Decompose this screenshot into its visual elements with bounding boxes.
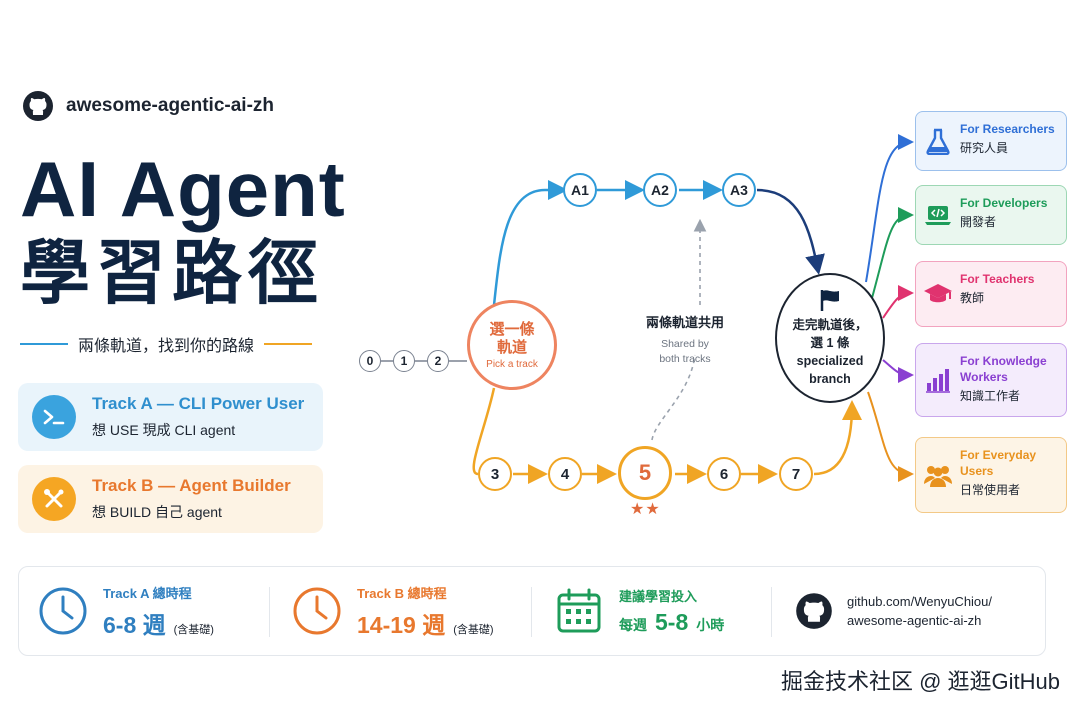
role-knowledge-workers[interactable]: For Knowledge Workers 知識工作者 <box>915 343 1067 417</box>
footer-weekly-unit: 小時 <box>696 617 725 633</box>
shared-title: 兩條軌道共用 <box>645 315 724 330</box>
flag-icon <box>820 289 839 311</box>
role-teachers-en: For Teachers <box>960 272 1035 286</box>
footer-weekly-prefix: 每週 <box>619 617 647 633</box>
path-node-a3[interactable]: A3 <box>722 173 756 207</box>
footer-track-a-note: (含基礎) <box>173 623 214 636</box>
role-developers-zh: 開發者 <box>960 215 997 230</box>
role-everyday-users-zh: 日常使用者 <box>960 483 1021 498</box>
path-node-1[interactable]: 1 <box>393 350 415 372</box>
track-b-subtitle: 想 BUILD 自己 agent <box>92 504 222 520</box>
laptop-code-icon <box>916 186 960 244</box>
role-knowledge-workers-en: For Knowledge Workers <box>960 354 1047 385</box>
clock-icon <box>39 587 87 635</box>
role-everyday-users[interactable]: For Everyday Users 日常使用者 <box>915 437 1067 513</box>
path-node-6[interactable]: 6 <box>707 457 741 491</box>
footer-track-b-label: Track B 總時程 <box>357 585 447 601</box>
path-node-a1[interactable]: A1 <box>563 173 597 207</box>
footer-track-a-value: 6-8 週 <box>103 611 166 638</box>
footer-weekly-value: 5-8 <box>655 609 689 635</box>
footer-weekly-label: 建議學習投入 <box>619 589 698 604</box>
footer-link[interactable]: github.com/WenyuChiou/ awesome-agentic-a… <box>795 567 992 655</box>
pick-track-node[interactable]: 選一條 軌道 Pick a track <box>467 300 557 390</box>
role-researchers-en: For Researchers <box>960 122 1055 136</box>
calendar-icon <box>557 588 601 633</box>
flask-icon <box>916 112 960 170</box>
specialized-branch-node[interactable]: 走完軌道後， 選 1 條 specialized branch <box>775 273 885 403</box>
footer-track-b: Track B 總時程 14-19 週 (含基礎) <box>291 567 494 655</box>
footer-track-b-value: 14-19 週 <box>357 611 446 638</box>
path-node-3[interactable]: 3 <box>478 457 512 491</box>
track-a-subtitle: 想 USE 現成 CLI agent <box>92 422 236 438</box>
path-node-0[interactable]: 0 <box>359 350 381 372</box>
shared-label: 兩條軌道共用 Shared by both tracks <box>630 312 740 367</box>
highlight-stars: ★★ <box>630 501 661 518</box>
path-node-5[interactable]: 5 <box>618 446 672 500</box>
footer-divider <box>269 587 270 637</box>
role-knowledge-workers-zh: 知識工作者 <box>960 389 1021 404</box>
role-researchers[interactable]: For Researchers 研究人員 <box>915 111 1067 171</box>
subtitle: 兩條軌道，找到你的路線 <box>20 332 313 356</box>
footer-divider <box>531 587 532 637</box>
repo-header: awesome-agentic-ai-zh <box>22 90 274 122</box>
pick-track-title: 選一條 軌道 <box>489 320 535 356</box>
role-developers-en: For Developers <box>960 196 1048 210</box>
footer-link-line2[interactable]: awesome-agentic-ai-zh <box>847 613 982 628</box>
track-b-card[interactable]: Track B — Agent Builder 想 BUILD 自己 agent <box>18 465 323 533</box>
users-icon <box>916 438 960 512</box>
footer-track-b-note: (含基礎) <box>453 623 494 636</box>
track-a-card[interactable]: Track A — CLI Power User 想 USE 現成 CLI ag… <box>18 383 323 451</box>
role-researchers-zh: 研究人員 <box>960 141 1009 156</box>
role-developers[interactable]: For Developers 開發者 <box>915 185 1067 245</box>
bar-chart-icon <box>916 344 960 416</box>
watermark: 掘金技术社区 @ 逛逛GitHub <box>780 669 1060 694</box>
summary-footer: Track A 總時程 6-8 週 (含基礎) Track B 總時程 14-19… <box>18 566 1046 656</box>
subtitle-line-left <box>20 343 68 345</box>
repo-name[interactable]: awesome-agentic-ai-zh <box>66 95 274 116</box>
pick-track-subtitle: Pick a track <box>486 358 538 370</box>
specialized-branch-text: 走完軌道後， 選 1 條 specialized branch <box>792 317 868 387</box>
footer-track-a: Track A 總時程 6-8 週 (含基礎) <box>37 567 214 655</box>
subtitle-line-right <box>264 343 313 345</box>
track-a-title: Track A — CLI Power User <box>92 394 305 413</box>
path-node-a2[interactable]: A2 <box>643 173 677 207</box>
page-title: AI Agent <box>20 145 346 233</box>
role-teachers-zh: 教師 <box>960 291 985 306</box>
clock-icon <box>293 587 341 635</box>
subtitle-text: 兩條軌道，找到你的路線 <box>78 338 255 355</box>
track-b-title: Track B — Agent Builder <box>92 476 291 495</box>
page-title-zh: 學習路徑 <box>20 234 324 312</box>
shared-subtitle: Shared by both tracks <box>659 338 711 366</box>
path-node-7[interactable]: 7 <box>779 457 813 491</box>
terminal-icon <box>32 395 76 439</box>
footer-divider <box>771 587 772 637</box>
graduation-cap-icon <box>916 262 960 326</box>
github-icon[interactable] <box>22 90 54 122</box>
footer-link-line1[interactable]: github.com/WenyuChiou/ <box>847 593 993 609</box>
path-node-4[interactable]: 4 <box>548 457 582 491</box>
tools-icon <box>32 477 76 521</box>
footer-track-a-label: Track A 總時程 <box>103 585 192 601</box>
role-teachers[interactable]: For Teachers 教師 <box>915 261 1067 327</box>
github-icon <box>796 593 832 629</box>
role-everyday-users-en: For Everyday Users <box>960 448 1037 479</box>
path-node-2[interactable]: 2 <box>427 350 449 372</box>
footer-weekly: 建議學習投入 每週 5-8 小時 <box>555 567 724 655</box>
